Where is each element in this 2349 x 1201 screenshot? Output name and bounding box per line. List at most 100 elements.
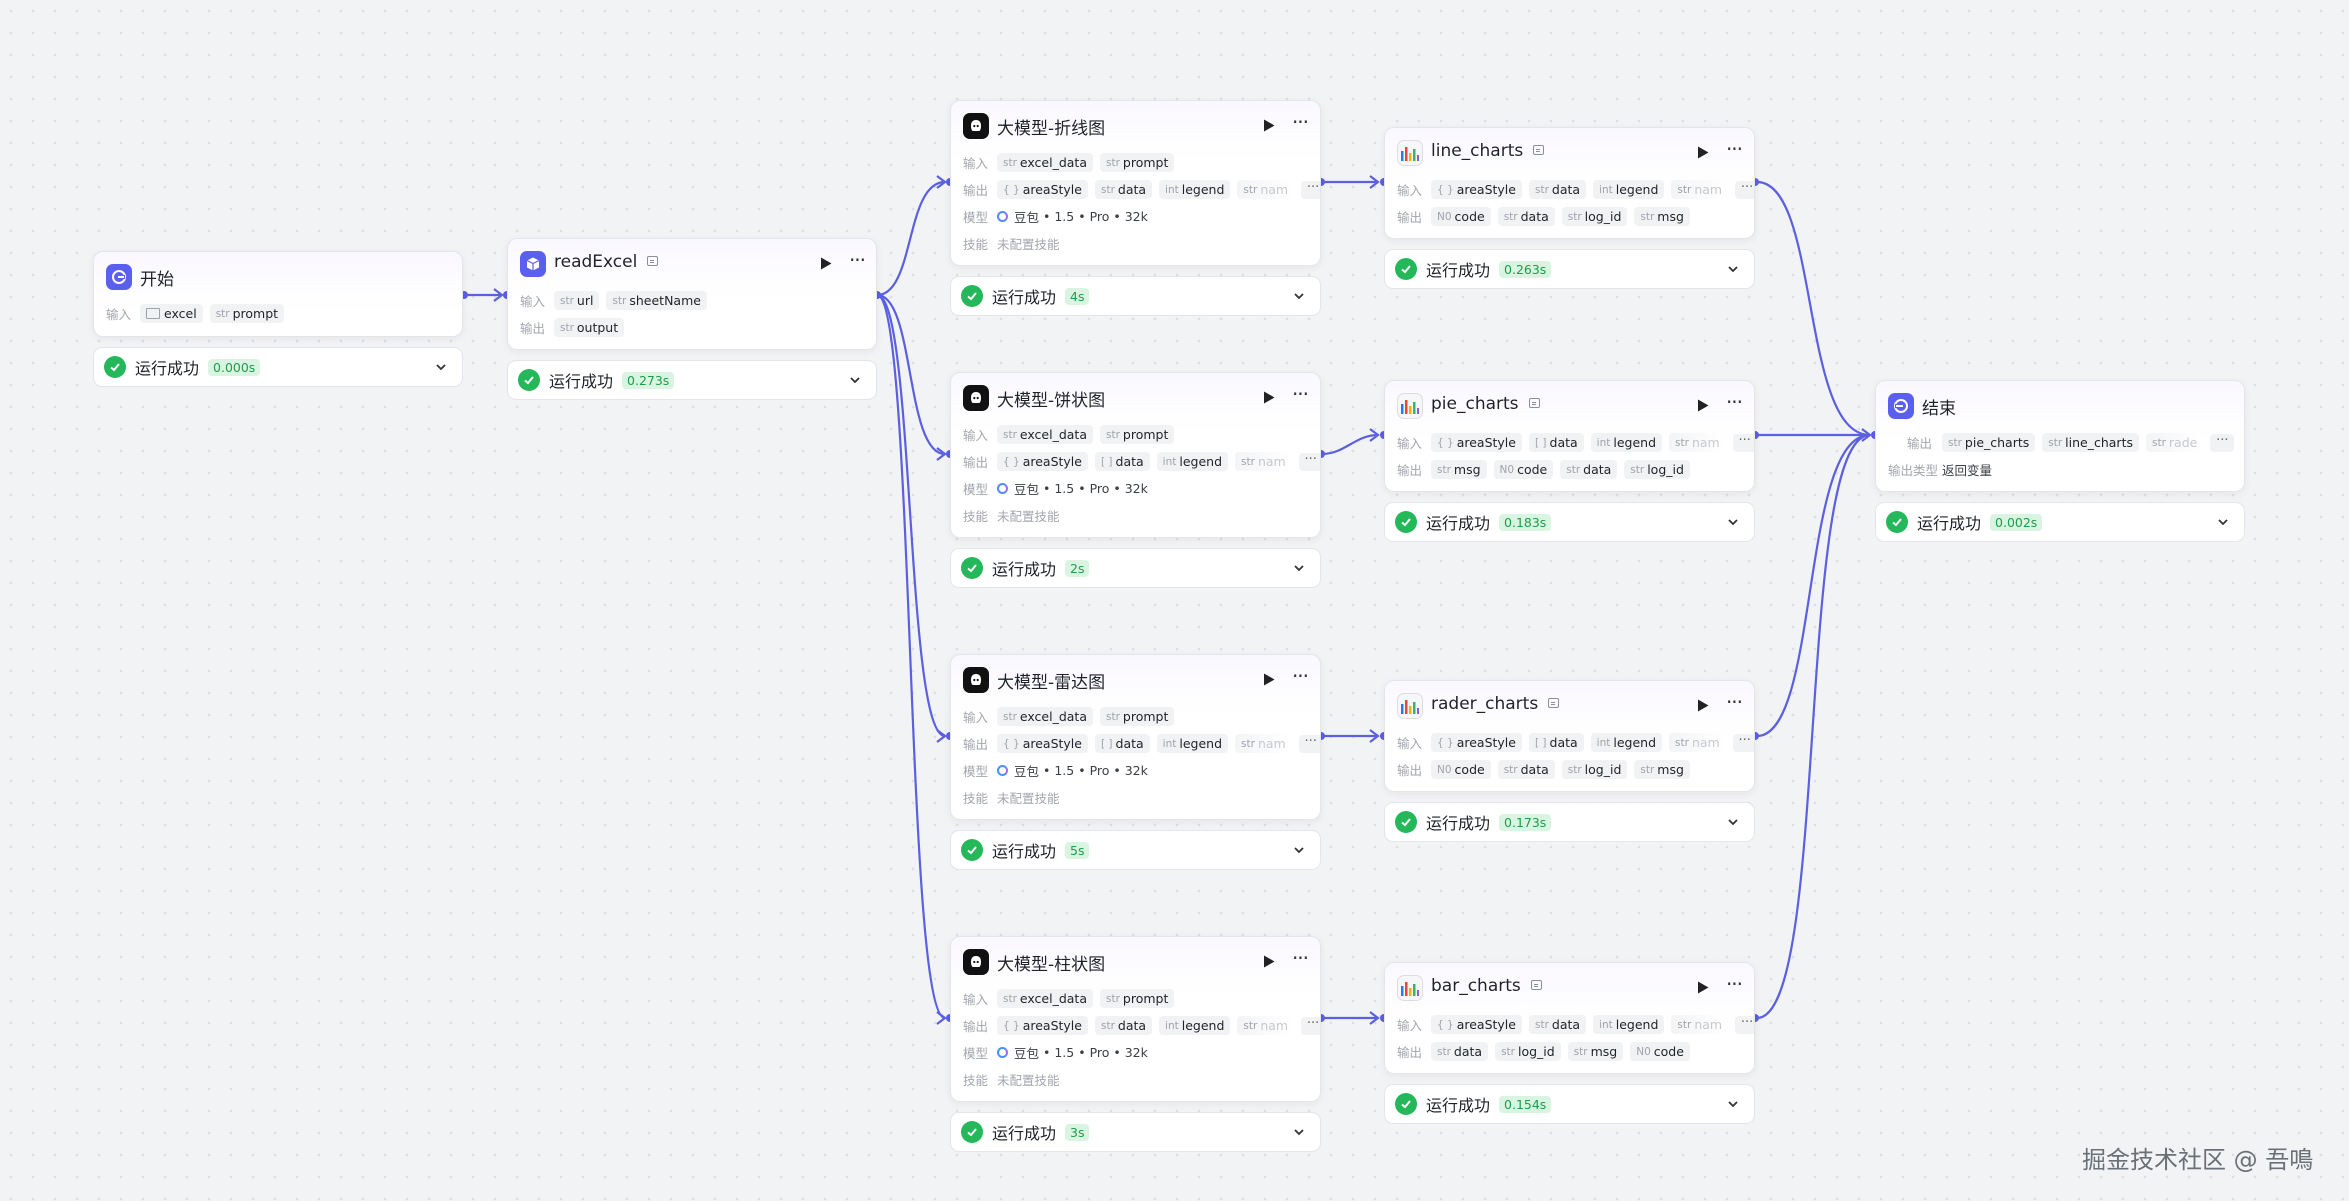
chevron-down-icon[interactable] <box>434 360 448 374</box>
doubao-logo-icon <box>997 211 1008 222</box>
param-tag: [ ]data <box>1094 452 1150 471</box>
run-button[interactable] <box>1693 142 1713 162</box>
duration-badge: 0.000s <box>208 358 261 376</box>
node-title: 开始 <box>140 270 174 290</box>
chevron-down-icon[interactable] <box>1726 515 1740 529</box>
run-button[interactable] <box>1693 695 1713 715</box>
duration-badge: 4s <box>1065 287 1090 305</box>
edge-read-llm3 <box>876 293 946 738</box>
run-status[interactable]: 运行成功 0.000s <box>93 347 463 387</box>
more-button[interactable]: ··· <box>1725 137 1743 161</box>
skill-row: 技能未配置技能 <box>963 237 1060 252</box>
duration-badge: 3s <box>1065 1123 1090 1141</box>
edge-llm2-p2 <box>1321 433 1379 456</box>
more-params-icon[interactable]: ··· <box>1301 1016 1320 1035</box>
chevron-down-icon[interactable] <box>848 373 862 387</box>
chevron-down-icon[interactable] <box>1726 262 1740 276</box>
check-icon <box>1395 811 1417 833</box>
run-button[interactable] <box>1259 669 1279 689</box>
run-button[interactable] <box>1259 115 1279 135</box>
node-title: 大模型-柱状图 <box>997 955 1106 975</box>
edge-p3-end <box>1756 433 1871 738</box>
run-button[interactable] <box>1693 977 1713 997</box>
llm-icon <box>963 113 989 139</box>
check-icon <box>1395 511 1417 533</box>
duration-badge: 0.002s <box>1990 513 2043 531</box>
node-title: 大模型-雷达图 <box>997 673 1106 693</box>
more-button[interactable]: ··· <box>1291 382 1309 406</box>
edge-read-llm2 <box>876 293 946 456</box>
more-params-icon[interactable]: ··· <box>1301 180 1320 199</box>
more-params-icon[interactable]: ··· <box>1732 433 1754 452</box>
chevron-down-icon[interactable] <box>2216 515 2230 529</box>
param-tag: [ ]data <box>1094 734 1150 753</box>
chevron-down-icon[interactable] <box>1292 561 1306 575</box>
more-button[interactable]: ··· <box>1725 972 1743 996</box>
run-button[interactable] <box>816 253 836 273</box>
more-params-icon[interactable]: ··· <box>1298 452 1320 471</box>
duration-badge: 0.154s <box>1499 1095 1552 1113</box>
more-button[interactable]: ··· <box>1291 946 1309 970</box>
more-button[interactable]: ··· <box>1725 690 1743 714</box>
chevron-down-icon[interactable] <box>1292 1125 1306 1139</box>
model-row: 模型豆包 • 1.5 • Pro • 32k <box>963 209 1148 225</box>
run-status[interactable]: 运行成功 0.273s <box>507 360 877 400</box>
more-params-icon[interactable]: ··· <box>1298 734 1320 753</box>
more-params-icon[interactable]: ··· <box>1732 733 1754 752</box>
llm-icon <box>963 949 989 975</box>
more-button[interactable]: ··· <box>1291 664 1309 688</box>
more-button[interactable]: ··· <box>848 248 866 272</box>
edge-read-llm1 <box>876 180 946 297</box>
chevron-down-icon[interactable] <box>1726 815 1740 829</box>
more-button[interactable]: ··· <box>1725 390 1743 414</box>
output-type-row: 输出类型 返回变量 <box>1888 463 1993 478</box>
watermark: 掘金技术社区 @ 吾鳴 <box>2082 1146 2314 1174</box>
edge-read-llm4 <box>876 293 946 1020</box>
more-params-icon[interactable]: ··· <box>1735 180 1754 199</box>
model-row: 模型豆包 • 1.5 • Pro • 32k <box>963 481 1148 497</box>
run-button[interactable] <box>1259 951 1279 971</box>
chevron-down-icon[interactable] <box>1292 289 1306 303</box>
node-title: bar_charts <box>1431 976 1542 996</box>
chart-plugin-icon <box>1397 140 1423 166</box>
node-title: 大模型-饼状图 <box>997 391 1106 411</box>
param-tag: { }areaStyle <box>997 452 1088 471</box>
more-params-icon[interactable]: ··· <box>1735 1015 1754 1034</box>
node-title: pie_charts <box>1431 394 1540 414</box>
run-button[interactable] <box>1693 395 1713 415</box>
run-button[interactable] <box>1259 387 1279 407</box>
chevron-down-icon[interactable] <box>1292 843 1306 857</box>
edge-p1-end <box>1756 180 1871 437</box>
folder-icon <box>146 308 160 319</box>
chevron-down-icon[interactable] <box>1726 1097 1740 1111</box>
run-status[interactable]: 运行成功 0.002s <box>1875 502 2245 542</box>
more-button[interactable]: ··· <box>1291 110 1309 134</box>
more-params-icon[interactable]: ··· <box>2210 433 2235 452</box>
